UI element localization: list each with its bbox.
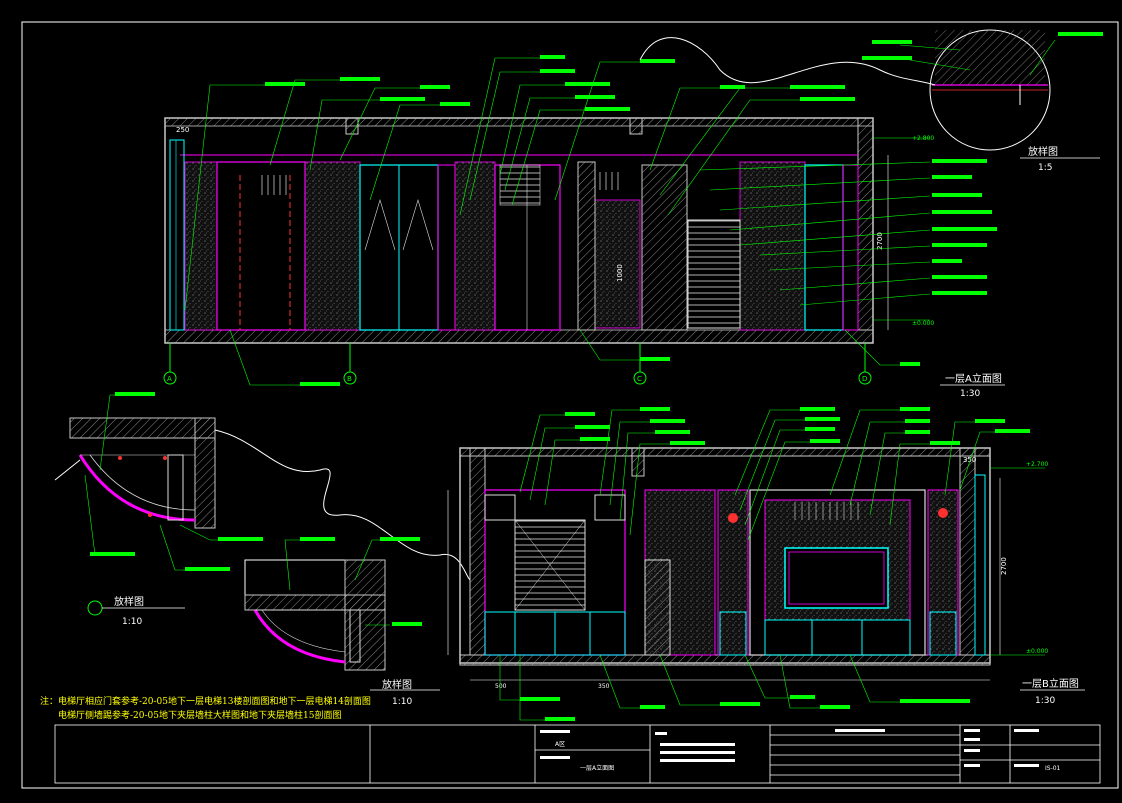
leaders-a <box>184 57 931 386</box>
level-a-top: +2.800 <box>912 135 934 142</box>
level-b-bot: ±0.000 <box>1026 648 1048 655</box>
titleblock-drawing-name: 一层A立面图 <box>580 764 614 772</box>
revision-cloud-top <box>639 37 936 86</box>
elevation-a: 2700 1000 250 +2.800 ±0.000 <box>164 117 934 344</box>
detail-left-scale: 1:10 <box>122 617 142 627</box>
axis-label-2: B <box>347 375 352 383</box>
detail-left-title: 放样图 <box>114 595 144 608</box>
elevation-a-scale: 1:30 <box>960 389 980 399</box>
dim-b-bottom: 500 <box>495 683 507 690</box>
dim-a-mid: 1000 <box>616 264 624 282</box>
dim-b-right-top: 350 <box>963 456 976 464</box>
title-block <box>54 724 1101 784</box>
elevation-b: 2700 350 500 350 +2.700 ±0.000 <box>447 447 1048 690</box>
note-line-2: 电梯厅侧墙踢参考-20-05地下夹层墙柱大样图和地下夹层墙柱15剖面图 <box>58 709 341 721</box>
axis-markers-a <box>163 343 872 385</box>
detail-callout-right: 放样图 1:5 <box>862 29 1103 173</box>
detail-left-plan: 放样图 1:10 <box>54 392 263 627</box>
axis-label-4: D <box>862 375 867 383</box>
dim-b-bottom2: 350 <box>598 683 610 690</box>
elevation-b-title: 一层B立面图 <box>1022 677 1079 690</box>
titleblock-project: A区 <box>555 741 565 748</box>
dim-a-height: 2700 <box>876 232 884 250</box>
detail-right-scale: 1:5 <box>1038 163 1052 173</box>
detail-right-title: 放样图 <box>1028 145 1058 158</box>
note-line-1: 注：电梯厅相应门套参考-20-05地下一层电梯13楼剖面图和地下一层电梯14剖面… <box>40 695 371 707</box>
elevation-b-scale: 1:30 <box>1035 696 1055 706</box>
detail-mid-title: 放样图 <box>382 678 412 691</box>
detail-mid: 放样图 1:10 <box>244 537 440 707</box>
level-b-top: +2.700 <box>1026 461 1048 468</box>
revision-cloud-left <box>214 429 471 581</box>
sheet-frame <box>21 21 1119 789</box>
level-a-bot: ±0.000 <box>912 320 934 327</box>
axis-label-3: C <box>637 375 642 383</box>
axis-label-1: A <box>167 375 172 383</box>
detail-mid-scale: 1:10 <box>392 697 412 707</box>
dim-b-height: 2700 <box>1000 557 1008 575</box>
dim-a-left-top: 250 <box>176 126 189 134</box>
elevation-a-title: 一层A立面图 <box>945 372 1002 385</box>
leaders-b <box>499 409 995 721</box>
titleblock-sheet-no: IS-01 <box>1045 765 1061 772</box>
